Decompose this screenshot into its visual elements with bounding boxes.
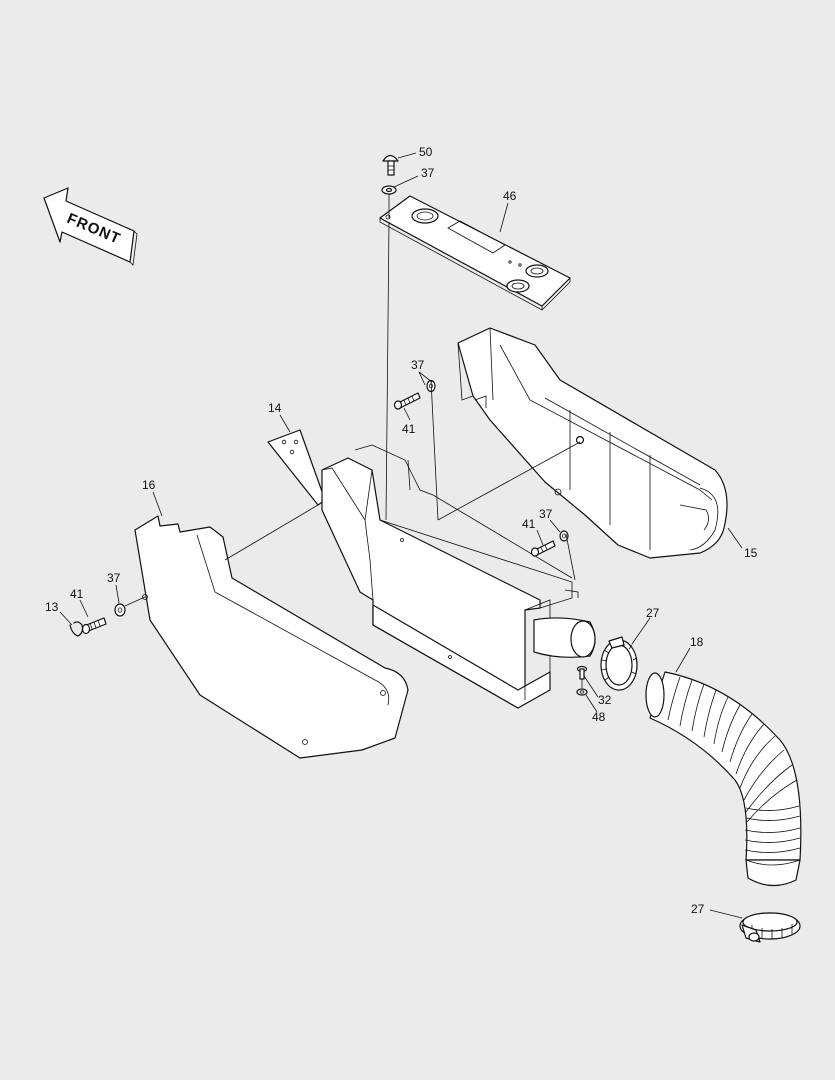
part-13-clip xyxy=(69,621,84,637)
callout-18: 18 xyxy=(690,635,704,649)
part-41-bolt-left xyxy=(81,617,107,635)
callout-46: 46 xyxy=(503,189,517,203)
callout-37-top: 37 xyxy=(421,166,435,180)
main-blower-housing xyxy=(321,444,596,709)
callout-27-upper: 27 xyxy=(646,606,660,620)
part-37-washer-right xyxy=(559,530,569,542)
callout-14: 14 xyxy=(268,401,282,415)
part-27-clamp-lower xyxy=(739,912,801,943)
callout-16: 16 xyxy=(142,478,156,492)
callout-48: 48 xyxy=(592,710,606,724)
callout-41-mid: 41 xyxy=(402,422,416,436)
part-37-washer-top xyxy=(381,185,397,195)
callout-37-left: 37 xyxy=(107,571,121,585)
callout-27-lower: 27 xyxy=(691,902,705,916)
part-46-top-plate xyxy=(379,195,571,311)
callout-32: 32 xyxy=(598,693,612,707)
callout-13: 13 xyxy=(45,600,59,614)
part-27-clamp-upper xyxy=(600,636,638,691)
part-41-bolt-right xyxy=(530,540,556,557)
callout-37-right: 37 xyxy=(539,507,553,521)
part-50-bolt xyxy=(382,154,399,176)
callout-41-right: 41 xyxy=(522,517,536,531)
part-48-washer xyxy=(576,688,588,696)
part-37-washer-left xyxy=(114,603,126,617)
callout-labels: 50 37 46 37 41 14 16 15 41 37 41 37 13 2… xyxy=(45,145,758,916)
callout-41-left: 41 xyxy=(70,587,84,601)
part-41-bolt-mid xyxy=(393,392,421,410)
callout-15: 15 xyxy=(744,546,758,560)
front-arrow: FRONT xyxy=(43,187,138,266)
alignment-lines xyxy=(124,194,583,688)
part-14-bracket xyxy=(267,429,326,506)
part-15-housing-cover xyxy=(457,327,728,559)
callout-leaders xyxy=(59,152,743,919)
callout-50: 50 xyxy=(419,145,433,159)
callout-37-mid: 37 xyxy=(411,358,425,372)
part-16-side-cover xyxy=(134,515,409,759)
part-18-flex-hose xyxy=(645,671,802,887)
